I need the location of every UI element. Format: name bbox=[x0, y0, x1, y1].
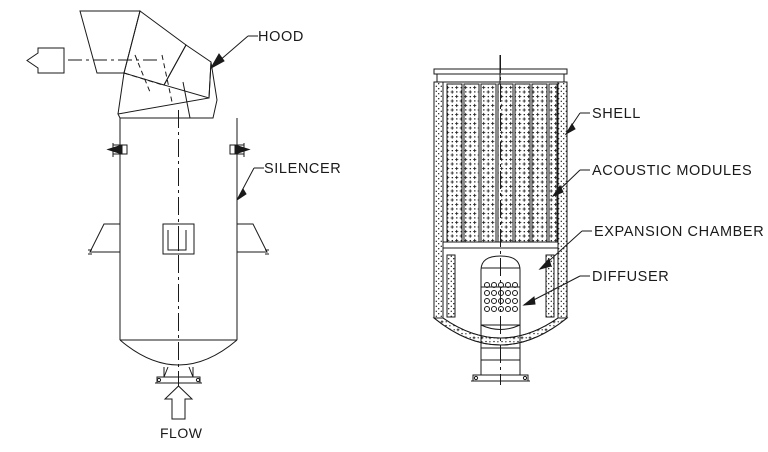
inlet-flange-bolt-right bbox=[195, 377, 201, 383]
nameplate-detail bbox=[162, 223, 195, 255]
support-gusset-left bbox=[89, 223, 120, 253]
support-gusset-right-weld bbox=[265, 249, 269, 255]
lifting-lug-right-arrow bbox=[234, 144, 251, 155]
hood-fold-line-2 bbox=[134, 54, 151, 93]
top-cap-plate-inner bbox=[436, 73, 565, 83]
acoustic-module bbox=[446, 83, 463, 243]
expansion-chamber-liner-left-outline bbox=[446, 254, 456, 318]
hood-label: HOOD bbox=[258, 29, 304, 45]
acoustic-modules-group bbox=[446, 83, 558, 243]
support-gusset-left-weld bbox=[88, 249, 92, 255]
lifting-lug-left-arrow bbox=[106, 144, 123, 155]
shell-wall-left-section bbox=[433, 81, 444, 319]
diffuser-label: DIFFUSER bbox=[592, 269, 669, 285]
hood-throat-edge bbox=[117, 72, 125, 115]
acoustic-modules-label: ACOUSTIC MODULES bbox=[592, 163, 752, 179]
nameplate-outer bbox=[162, 223, 195, 255]
acoustic-module bbox=[463, 83, 480, 243]
inlet-nozzle-assembly-left bbox=[155, 366, 202, 384]
diffuser-leader-arrowhead bbox=[522, 296, 536, 306]
expansion-chamber-walls bbox=[442, 248, 559, 318]
inlet-nozzle-taper bbox=[163, 366, 194, 378]
lifting-lug-left bbox=[106, 143, 128, 157]
hood-elbow-segment-3 bbox=[117, 61, 218, 119]
hood-fold-line-4 bbox=[182, 81, 191, 119]
expansion-chamber-liner-left bbox=[446, 254, 456, 318]
inlet-flange-bolt-left-section bbox=[473, 375, 479, 381]
shell-wall-right-section bbox=[557, 81, 568, 319]
expansion-chamber-label: EXPANSION CHAMBER bbox=[594, 224, 764, 240]
hood-assembly bbox=[79, 10, 218, 119]
silencer-label: SILENCER bbox=[264, 161, 341, 177]
hood-elbow-segment-2 bbox=[163, 44, 212, 99]
expansion-chamber-leader-arrowhead bbox=[538, 257, 552, 270]
acoustic-module bbox=[514, 83, 531, 243]
bottom-head-outer bbox=[433, 317, 568, 346]
inlet-flow-arrow bbox=[163, 385, 194, 420]
hood-fold-line-3 bbox=[161, 54, 173, 103]
outlet-flow-arrow bbox=[26, 47, 65, 74]
acoustic-module bbox=[548, 83, 558, 243]
acoustic-modules-leader-arrowhead bbox=[551, 185, 564, 198]
hood-leader-arrowhead bbox=[209, 53, 225, 70]
shell-label: SHELL bbox=[592, 106, 641, 122]
lifting-lug-right bbox=[229, 143, 251, 157]
acoustic-module bbox=[480, 83, 497, 243]
support-gusset-right bbox=[237, 223, 268, 253]
inlet-flange-bolt-left bbox=[156, 377, 162, 383]
hood-outlet-cone bbox=[79, 10, 141, 74]
left-elevation-view bbox=[26, 10, 269, 420]
inlet-nozzle-walls bbox=[480, 348, 521, 375]
expansion-chamber-liner-right-outline bbox=[545, 254, 555, 318]
nameplate-inner bbox=[167, 230, 187, 251]
flow-label: FLOW bbox=[160, 425, 203, 441]
hood-elbow-segment-1 bbox=[123, 10, 187, 86]
right-section-view bbox=[432, 55, 592, 385]
inlet-flange-bolt-right-section bbox=[522, 375, 528, 381]
acoustic-module bbox=[531, 83, 548, 243]
silencer-leader-arrowhead bbox=[236, 187, 247, 201]
diffuser-skirt bbox=[480, 325, 521, 348]
shell-leader-arrowhead bbox=[564, 123, 576, 136]
hood-fold-line-1 bbox=[123, 72, 164, 86]
